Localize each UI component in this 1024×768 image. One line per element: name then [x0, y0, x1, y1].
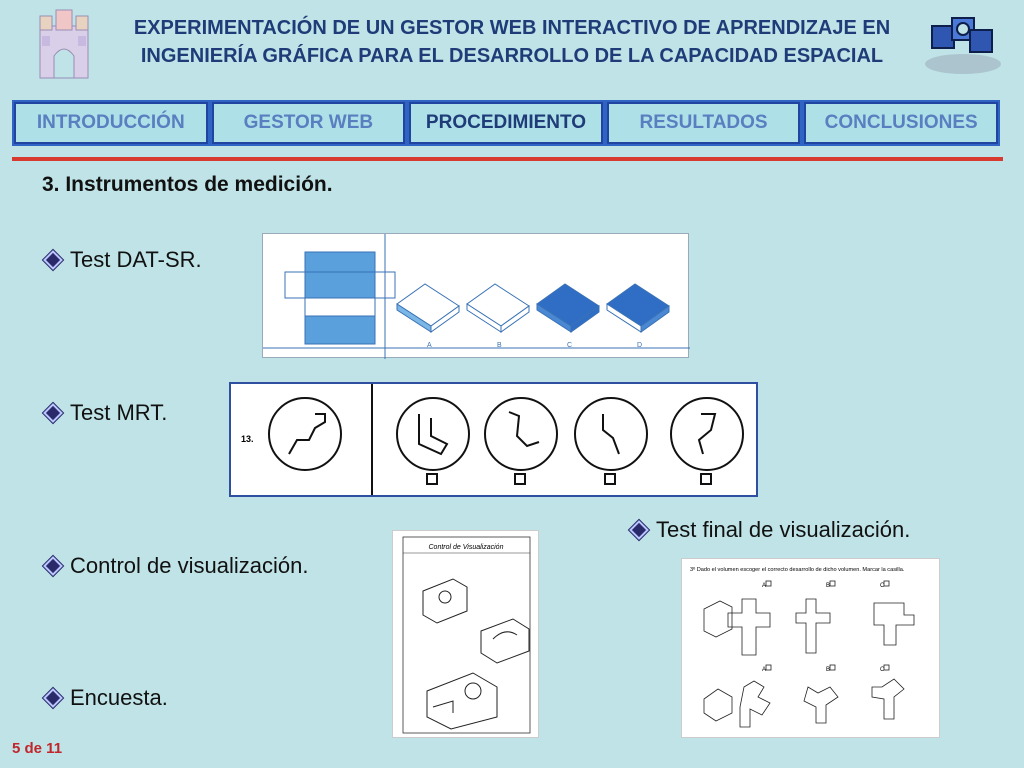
3d-cube-logo-icon — [925, 17, 1001, 74]
option-label: A — [762, 583, 766, 589]
main-nav: INTRODUCCIÓN GESTOR WEB PROCEDIMIENTO RE… — [12, 100, 1000, 146]
option-label: B — [826, 583, 830, 589]
tab-conclusiones[interactable]: CONCLUSIONES — [804, 102, 998, 144]
diamond-bullet-icon — [43, 250, 63, 270]
option-label: D — [637, 342, 642, 349]
diamond-bullet-icon — [629, 520, 649, 540]
tab-gestor-web[interactable]: GESTOR WEB — [211, 102, 406, 144]
item-number: 13. — [241, 434, 254, 444]
diamond-bullet-icon — [43, 403, 63, 423]
option-label: A — [762, 667, 766, 673]
option-label: B — [497, 342, 502, 349]
option-label: C — [880, 583, 885, 589]
bullet-test-mrt: Test MRT. — [43, 400, 168, 426]
control-visualizacion-figure: Control de Visualización — [392, 530, 539, 738]
bullet-label: Control de visualización. — [70, 553, 309, 578]
mrt-figure: 13. — [229, 382, 758, 497]
bullet-control: Control de visualización. — [43, 553, 309, 579]
option-label: B — [826, 667, 830, 673]
tab-introduccion[interactable]: INTRODUCCIÓN — [14, 102, 208, 144]
diamond-bullet-icon — [43, 556, 63, 576]
bullet-label: Test final de visualización. — [656, 517, 911, 542]
option-label: A — [427, 342, 432, 349]
final-instruction: 3º Dado el volumen escoger el correcto d… — [690, 566, 905, 573]
control-title: Control de Visualización — [429, 544, 504, 551]
diamond-bullet-icon — [43, 688, 63, 708]
dat-sr-drawing: A B C D — [263, 234, 690, 359]
bullet-encuesta: Encuesta. — [43, 685, 168, 711]
mrt-drawing: 13. — [241, 384, 744, 495]
castle-logo-icon — [39, 9, 89, 79]
tab-procedimiento[interactable]: PROCEDIMIENTO — [409, 102, 603, 144]
section-heading: 3. Instrumentos de medición. — [42, 173, 333, 196]
dat-sr-figure: A B C D — [262, 233, 690, 359]
control-drawing: Control de Visualización — [402, 536, 531, 734]
divider-line — [12, 157, 1003, 161]
bullet-label: Test DAT-SR. — [70, 247, 202, 272]
title-line-1: EXPERIMENTACIÓN DE UN GESTOR WEB INTERAC… — [133, 17, 891, 39]
bullet-test-final: Test final de visualización. — [629, 517, 911, 543]
title-line-2: INGENIERÍA GRÁFICA PARA EL DESARROLLO DE… — [140, 45, 884, 67]
page-counter: 5 de 11 — [12, 740, 63, 757]
bullet-test-dat: Test DAT-SR. — [43, 247, 202, 273]
option-label: C — [567, 342, 572, 349]
test-final-figure: 3º Dado el volumen escoger el correcto d… — [681, 558, 940, 738]
page-title: EXPERIMENTACIÓN DE UN GESTOR WEB INTERAC… — [110, 14, 914, 70]
test-final-drawing: 3º Dado el volumen escoger el correcto d… — [690, 566, 915, 728]
bullet-label: Test MRT. — [70, 400, 168, 425]
tab-resultados[interactable]: RESULTADOS — [606, 102, 801, 144]
bullet-label: Encuesta. — [70, 685, 168, 710]
option-label: C — [880, 667, 885, 673]
